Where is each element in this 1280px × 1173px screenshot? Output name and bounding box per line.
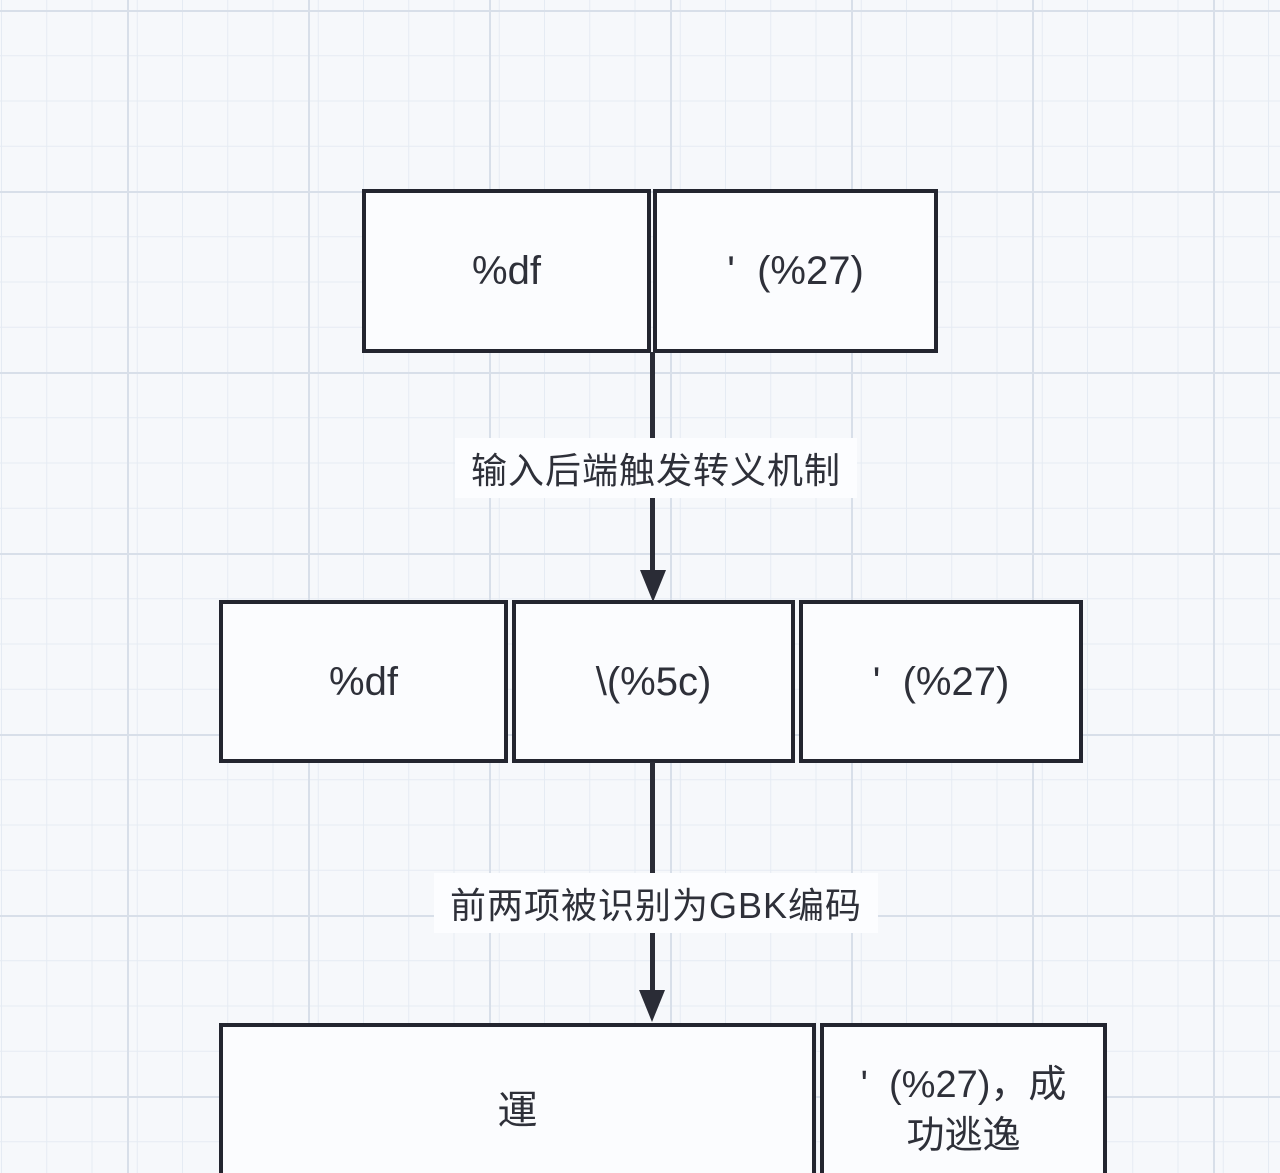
stage3-gbk-char-text: 運 xyxy=(497,1089,538,1133)
arrow-gbk-head-icon xyxy=(639,990,665,1022)
stage1-byte-df-box: %df xyxy=(362,189,651,353)
stage1-quote-box: ' (%27) xyxy=(653,189,938,353)
stage3-gbk-char-box: 運 xyxy=(219,1023,816,1173)
arrow-escape-label: 输入后端触发转义机制 xyxy=(454,438,858,498)
arrow-gbk-label: 前两项被识别为GBK编码 xyxy=(433,873,879,933)
stage3-escaped-quote-box: ' (%27)，成 功逃逸 xyxy=(820,1023,1107,1173)
arrow-escape-head-icon xyxy=(640,570,666,602)
stage3-escaped-quote-text: ' (%27)，成 功逃逸 xyxy=(860,1063,1067,1157)
stage2-backslash-box: \(%5c) xyxy=(512,600,795,763)
stage1-byte-df-text: %df xyxy=(472,249,541,293)
stage2-byte-df-text: %df xyxy=(329,659,398,704)
stage2-quote-text: ' (%27) xyxy=(872,659,1010,704)
stage1-quote-text: ' (%27) xyxy=(727,249,864,293)
stage2-quote-box: ' (%27) xyxy=(799,600,1083,763)
stage2-backslash-text: \(%5c) xyxy=(595,659,712,704)
stage2-byte-df-box: %df xyxy=(219,600,508,763)
